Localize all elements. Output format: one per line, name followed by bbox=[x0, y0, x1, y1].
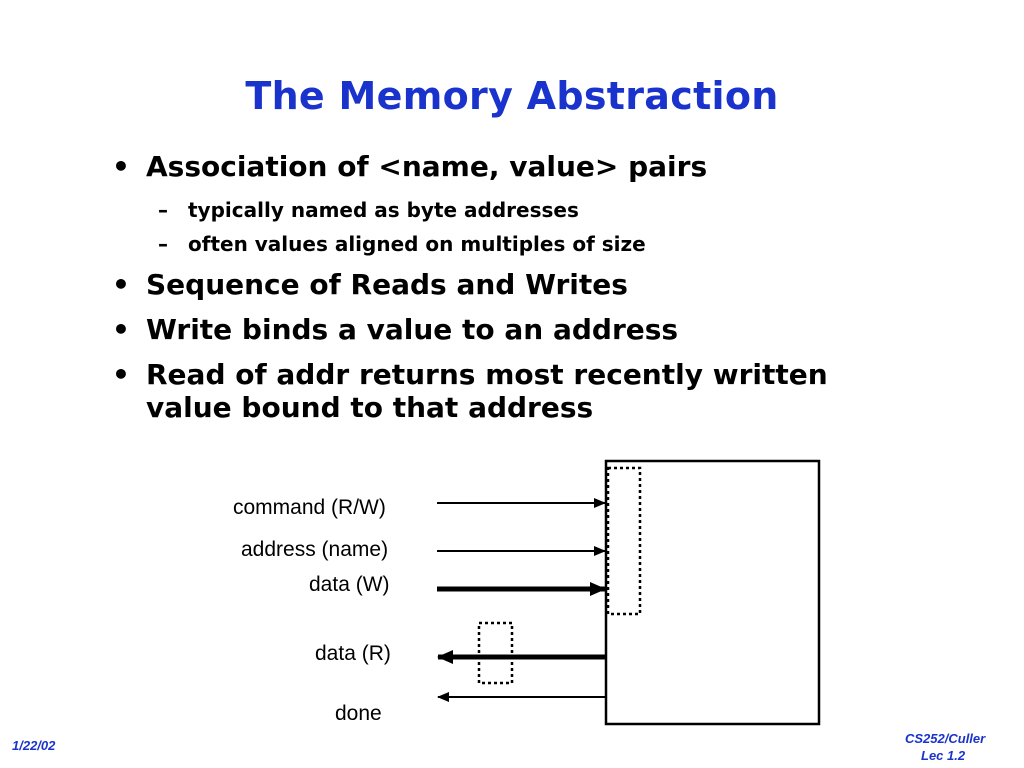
memory-box bbox=[604, 459, 821, 726]
footer-date: 1/22/02 bbox=[12, 738, 56, 753]
done-label: done bbox=[335, 702, 382, 725]
slide-title: The Memory Abstraction bbox=[245, 74, 779, 118]
bullet-text: Read of addr returns most recently writt… bbox=[146, 358, 828, 391]
input-latch-dotted-box bbox=[606, 466, 642, 616]
bullet-text: Sequence of Reads and Writes bbox=[146, 268, 628, 301]
command-label: command (R/W) bbox=[233, 496, 386, 519]
bullet-glyph: • bbox=[112, 358, 130, 391]
sub-bullet-text: often values aligned on multiples of siz… bbox=[188, 232, 646, 256]
bullet-glyph: • bbox=[112, 268, 130, 301]
output-latch-dotted-box bbox=[477, 621, 514, 685]
bullet-text: Association of <name, value> pairs bbox=[146, 150, 708, 183]
sub-bullet-glyph: – bbox=[158, 232, 168, 256]
sub-bullet-text: typically named as byte addresses bbox=[188, 198, 579, 222]
data-read-label: data (R) bbox=[315, 642, 391, 665]
footer-lecture: Lec 1.2 bbox=[921, 748, 966, 763]
footer-course: CS252/Culler bbox=[905, 731, 986, 746]
data-write-label: data (W) bbox=[309, 573, 390, 596]
bullet-glyph: • bbox=[112, 313, 130, 346]
address-label: address (name) bbox=[241, 538, 389, 561]
bullet-text-continuation: value bound to that address bbox=[146, 391, 594, 424]
sub-bullet-glyph: – bbox=[158, 198, 168, 222]
bullet-glyph: • bbox=[112, 150, 130, 183]
bullet-text: Write binds a value to an address bbox=[146, 313, 679, 346]
